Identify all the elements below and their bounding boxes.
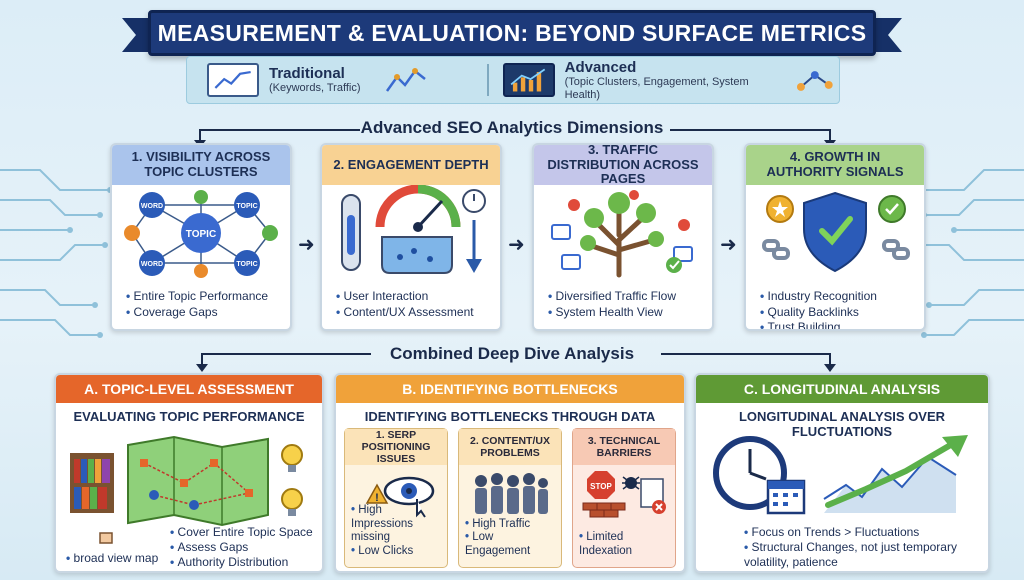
line-chart-icon	[207, 63, 259, 97]
panel-title: C. LONGITUDINAL ANALYSIS	[696, 375, 988, 403]
panel-title: A. TOPIC-LEVEL ASSESSMENT	[56, 375, 322, 403]
panel-longitudinal: C. LONGITUDINAL ANALYSIS LONGITUDINAL AN…	[694, 373, 990, 573]
bottleneck-title: 3. TECHNICAL BARRIERS	[573, 429, 675, 465]
topic-node-1: WORD	[141, 203, 163, 210]
list-item: Coverage Gaps	[126, 305, 290, 321]
arrow-right-icon: ➜	[508, 234, 525, 256]
dimension-card-engagement: 2. ENGAGEMENT DEPTH User Interaction Con…	[320, 143, 502, 331]
traditional-detail: (Keywords, Traffic)	[269, 82, 361, 95]
list-item: High Impressions missing	[351, 504, 447, 545]
arrow-right-icon: ➜	[298, 234, 315, 256]
dimension-bullets: Industry Recognition Quality Backlinks T…	[746, 285, 924, 329]
list-item: Low Engagement	[465, 531, 561, 559]
advanced-label: Advanced	[564, 58, 637, 76]
bottleneck-title: 2. CONTENT/UX PROBLEMS	[459, 429, 561, 465]
comparison-strip: Traditional (Keywords, Traffic) Advanced…	[186, 56, 840, 104]
panel-subtitle: IDENTIFYING BOTTLENECKS THROUGH DATA	[364, 409, 656, 424]
dimension-title: 4. GROWTH IN AUTHORITY SIGNALS	[746, 145, 924, 185]
panel-bottlenecks: B. IDENTIFYING BOTTLENECKS IDENTIFYING B…	[334, 373, 686, 573]
svg-text:!: !	[375, 492, 379, 504]
arrow-right-icon: ➜	[720, 234, 737, 256]
topic-map-icon	[70, 435, 303, 527]
topic-node-4: TOPIC	[236, 261, 257, 268]
page-title: MEASUREMENT & EVALUATION: BEYOND SURFACE…	[148, 10, 876, 56]
bottleneck-serp: 1. SERP POSITIONING ISSUES ! High Impres…	[344, 428, 448, 568]
dimension-card-visibility: 1. VISIBILITY ACROSS TOPIC CLUSTERS TOPI…	[110, 143, 292, 331]
engagement-gauge-icon	[341, 184, 486, 274]
list-item: User Interaction	[336, 289, 500, 305]
trend-chart-icon	[385, 68, 426, 92]
dimension-title: 1. VISIBILITY ACROSS TOPIC CLUSTERS	[112, 145, 290, 185]
dimension-title: 3. TRAFFIC DISTRIBUTION ACROSS PAGES	[534, 145, 712, 186]
topic-node-2: TOPIC	[236, 203, 257, 210]
list-item: Assess Gaps	[170, 540, 313, 555]
bottleneck-content: 2. CONTENT/UX PROBLEMS High Traffic Low …	[458, 428, 562, 568]
list-item: Low Clicks	[351, 545, 447, 559]
list-item: Industry Recognition	[760, 289, 924, 305]
crowd-icon	[475, 473, 548, 514]
bottleneck-bullets: Limited Indexation	[579, 531, 675, 559]
dimensions-heading: Advanced SEO Analytics Dimensions	[360, 118, 664, 137]
traditional-metrics: Traditional (Keywords, Traffic)	[187, 57, 487, 103]
bottleneck-bullets: High Traffic Low Engagement	[465, 518, 561, 559]
bottleneck-bullets: High Impressions missing Low Clicks	[351, 504, 447, 559]
combined-heading: Combined Deep Dive Analysis	[389, 344, 635, 363]
list-item: Cover Entire Topic Space	[170, 525, 313, 540]
advanced-detail: (Topic Clusters, Engagement, System Heal…	[564, 75, 749, 101]
topic-network-icon: TOPIC WORD TOPIC WORD TOPIC	[124, 190, 278, 278]
topic-node-center: TOPIC	[186, 229, 216, 240]
authority-shield-icon	[762, 191, 910, 273]
dimension-title: 2. ENGAGEMENT DEPTH	[322, 145, 500, 185]
bottleneck-technical: 3. TECHNICAL BARRIERS STOP Limited Index…	[572, 428, 676, 568]
dimension-card-authority: 4. GROWTH IN AUTHORITY SIGNALS Industry …	[744, 143, 926, 331]
dimension-bullets: User Interaction Content/UX Assessment	[322, 285, 500, 320]
panel-topic-assessment: A. TOPIC-LEVEL ASSESSMENT EVALUATING TOP…	[54, 373, 324, 573]
map-caption: broad view map	[66, 551, 159, 566]
advanced-metrics: Advanced (Topic Clusters, Engagement, Sy…	[489, 57, 839, 103]
list-item: Focus on Trends > Fluctuations	[744, 525, 984, 540]
list-item: Content/UX Assessment	[336, 305, 500, 321]
list-item: High Traffic	[465, 518, 561, 532]
list-item: Limited Indexation	[579, 531, 675, 559]
list-item: Authority Distribution	[170, 555, 313, 570]
traditional-label: Traditional	[269, 65, 345, 83]
list-item: Trust Building	[760, 320, 924, 329]
hand-pointer-icon	[99, 532, 113, 544]
network-icon	[797, 71, 834, 91]
list-item: Entire Topic Performance	[126, 289, 290, 305]
panel-bullets: Cover Entire Topic Space Assess Gaps Aut…	[170, 525, 313, 570]
dimension-bullets: Entire Topic Performance Coverage Gaps	[112, 285, 290, 320]
trend-clock-icon	[713, 435, 968, 515]
list-item: broad view map	[66, 551, 159, 566]
combined-connector	[196, 353, 836, 372]
panel-title: B. IDENTIFYING BOTTLENECKS	[336, 375, 684, 403]
comparison-divider	[487, 64, 489, 96]
bottleneck-title: 1. SERP POSITIONING ISSUES	[345, 429, 447, 465]
stop-barrier-icon: STOP	[582, 471, 666, 518]
stop-sign-label: STOP	[590, 482, 612, 491]
list-item: Quality Backlinks	[760, 305, 924, 321]
topic-node-3: WORD	[141, 261, 163, 268]
list-item: Diversified Traffic Flow	[548, 289, 712, 305]
list-item: System Health View	[548, 305, 712, 321]
dimension-card-traffic: 3. TRAFFIC DISTRIBUTION ACROSS PAGES Div…	[532, 143, 714, 331]
bar-chart-icon	[503, 63, 555, 97]
panel-subtitle: LONGITUDINAL ANALYSIS OVER FLUCTUATIONS	[738, 409, 946, 439]
panel-bullets: Focus on Trends > Fluctuations Structura…	[744, 525, 984, 570]
panel-subtitle: EVALUATING TOPIC PERFORMANCE	[73, 409, 305, 424]
dimension-bullets: Diversified Traffic Flow System Health V…	[534, 285, 712, 320]
list-item: Structural Changes, not just temporary v…	[744, 540, 984, 570]
traffic-tree-icon	[551, 190, 693, 278]
eye-icon: !	[365, 476, 435, 518]
circuit-decoration-left	[0, 169, 113, 338]
